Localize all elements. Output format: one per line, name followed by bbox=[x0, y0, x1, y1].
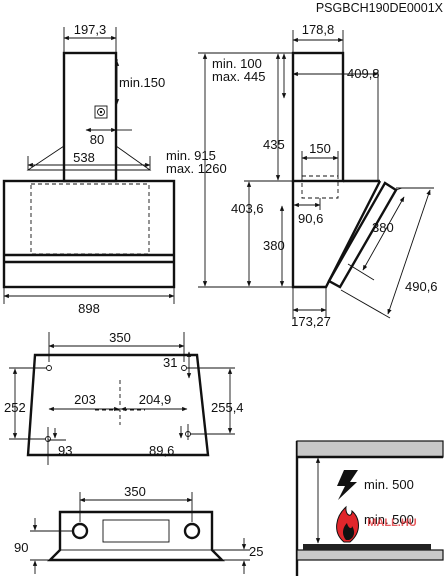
dim-max-gap: max. 445 bbox=[212, 69, 265, 84]
dim-bracket-left-height: 252 bbox=[4, 400, 26, 415]
side-view: 178,8 min. 100 max. 445 min. 915 max. 12… bbox=[166, 22, 438, 329]
outlet-symbol bbox=[94, 105, 108, 119]
dim-outlet-offset: 80 bbox=[90, 132, 104, 147]
dim-chimney-min: min.150 bbox=[119, 75, 165, 90]
electric-icon bbox=[337, 470, 358, 500]
dim-body-front: 380 bbox=[263, 238, 285, 253]
bracket-view: 350 31 252 255,4 203 204,9 93 89,6 bbox=[4, 330, 244, 465]
dim-bottom-width: 350 bbox=[124, 484, 146, 499]
left-knob bbox=[71, 522, 89, 540]
dim-canopy-width: 538 bbox=[73, 150, 95, 165]
front-view: 197,3 min.150 80 538 898 bbox=[2, 22, 176, 316]
dim-outlet-offset-side: 90,6 bbox=[298, 211, 323, 226]
dim-outlet-width: 150 bbox=[309, 141, 331, 156]
front-canopy-top bbox=[26, 145, 152, 171]
install-cooktop bbox=[296, 549, 444, 561]
front-body bbox=[2, 179, 176, 289]
dim-bottom-left: 90 bbox=[14, 540, 28, 555]
dim-body-height: 403,6 bbox=[231, 201, 264, 216]
dim-glass-height: 380 bbox=[372, 220, 394, 235]
dim-bracket-left-half: 203 bbox=[74, 392, 96, 407]
dim-chimney-depth: 409,8 bbox=[347, 66, 380, 81]
dim-bracket-width: 350 bbox=[109, 330, 131, 345]
dim-side-depth: 178,8 bbox=[302, 22, 335, 37]
bottom-view: 350 90 25 bbox=[14, 484, 263, 574]
dim-electric-min: min. 500 bbox=[364, 477, 414, 492]
dim-chimney-width: 197,3 bbox=[74, 22, 107, 37]
side-body bbox=[291, 180, 382, 289]
dim-total-width: 898 bbox=[78, 301, 100, 316]
control-panel bbox=[102, 519, 170, 543]
dim-bracket-right-offset: 31 bbox=[163, 355, 177, 370]
dim-bottom-depth: 173,27 bbox=[291, 314, 331, 329]
dim-min-gap: min. 100 bbox=[212, 56, 262, 71]
dim-bracket-right-half: 204,9 bbox=[139, 392, 172, 407]
dim-height-min: min. 915 bbox=[166, 148, 216, 163]
side-chimney bbox=[291, 51, 345, 183]
watermark: MALL.HU bbox=[367, 517, 417, 529]
dim-height-max: max. 1260 bbox=[166, 161, 227, 176]
install-view: min. 500 min. 500 MALL.HU bbox=[295, 440, 444, 576]
dim-bracket-right-height: 255,4 bbox=[211, 400, 244, 415]
dim-glass-diagonal: 490,6 bbox=[405, 279, 438, 294]
bracket-outline bbox=[26, 353, 210, 457]
install-hood bbox=[296, 440, 444, 458]
dim-bracket-left-bottom: 93 bbox=[58, 443, 72, 458]
right-knob bbox=[183, 522, 201, 540]
model-code: PSGBCH190DE0001X bbox=[316, 1, 444, 15]
dim-gas-min: min. 500 bbox=[364, 512, 414, 527]
dim-bottom-right: 25 bbox=[249, 544, 263, 559]
dim-chimney-height: 435 bbox=[263, 137, 285, 152]
dim-bracket-right-bottom: 89,6 bbox=[149, 443, 174, 458]
side-glass-panel bbox=[327, 181, 398, 289]
